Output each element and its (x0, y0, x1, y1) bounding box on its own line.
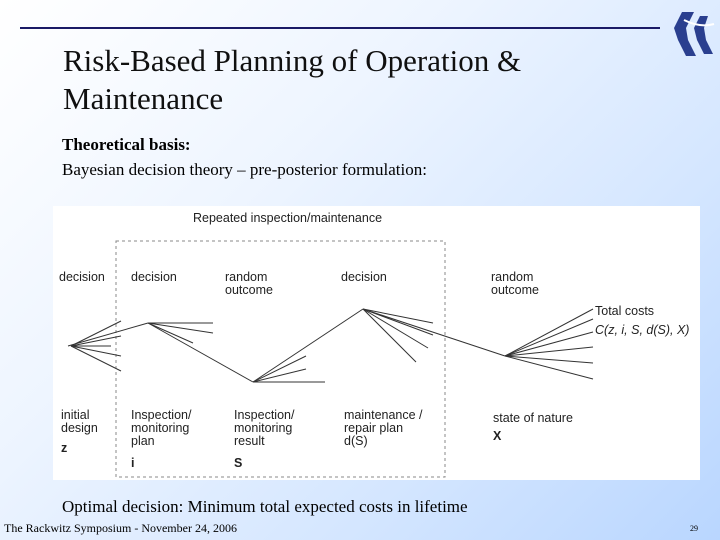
branch-line (504, 355, 594, 380)
footer-text: The Rackwitz Symposium - November 24, 20… (4, 521, 237, 535)
slide-title: Risk-Based Planning of Operation & Maint… (63, 42, 663, 118)
node-label-decision-maintenance: decision (341, 270, 387, 284)
branch-line (504, 331, 594, 357)
label-initial-design-symbol: z (61, 441, 68, 455)
node-label-decision-initial: decision (59, 270, 105, 284)
branch-line (362, 308, 506, 357)
branch-line (362, 308, 429, 349)
title-rule (20, 27, 660, 29)
label-inspection-result-symbol: S (234, 456, 243, 470)
branch-line (70, 320, 122, 347)
label-maintenance-plan: maintenance / repair plan d(S) (344, 408, 423, 448)
label-inspection-result: Inspection/ monitoring result (234, 408, 295, 448)
repeated-cycle-label: Repeated inspection/maintenance (193, 211, 383, 225)
branch-line (362, 308, 417, 363)
total-costs-formula: C(z, i, S, d(S), X) (595, 323, 690, 337)
branch-line (504, 318, 594, 357)
optimal-decision-text: Optimal decision: Minimum total expected… (62, 497, 468, 516)
branch-line (252, 368, 307, 383)
branch-line (504, 346, 594, 357)
label-state-of-nature: state of nature (493, 411, 573, 425)
repeated-cycle-box (115, 240, 446, 478)
branch-line (252, 308, 364, 383)
label-inspection-plan-symbol: i (131, 456, 135, 470)
page-number: 29 (690, 524, 698, 533)
branch-line (70, 345, 122, 357)
branch-line (70, 335, 122, 347)
node-label-random-outcome-1: random outcome (225, 270, 273, 297)
branch-line (70, 345, 122, 372)
symposium-logo-icon (674, 12, 715, 56)
title-line-1: Risk-Based Planning of Operation & (63, 43, 522, 78)
branch-line (67, 322, 149, 347)
branch-line (252, 355, 307, 383)
branch-line (147, 322, 254, 383)
bayesian-subtitle: Bayesian decision theory – pre-posterior… (62, 160, 427, 179)
decision-tree-graphic (67, 240, 594, 478)
label-initial-design: initial design (61, 408, 98, 435)
node-label-random-outcome-2: random outcome (491, 270, 539, 297)
node-label-decision-inspection: decision (131, 270, 177, 284)
branch-line (147, 322, 214, 334)
decision-tree-diagram: Repeated inspection/maintenance decision… (53, 206, 700, 480)
theoretical-basis-heading: Theoretical basis: (62, 135, 191, 154)
label-state-of-nature-symbol: X (493, 429, 502, 443)
total-costs-label: Total costs (595, 304, 655, 318)
branch-line (147, 322, 194, 344)
branch-line (504, 308, 594, 357)
branch-line (504, 355, 594, 364)
branch-line (362, 308, 434, 324)
title-line-2: Maintenance (63, 81, 224, 116)
label-inspection-plan: Inspection/ monitoring plan (131, 408, 192, 448)
